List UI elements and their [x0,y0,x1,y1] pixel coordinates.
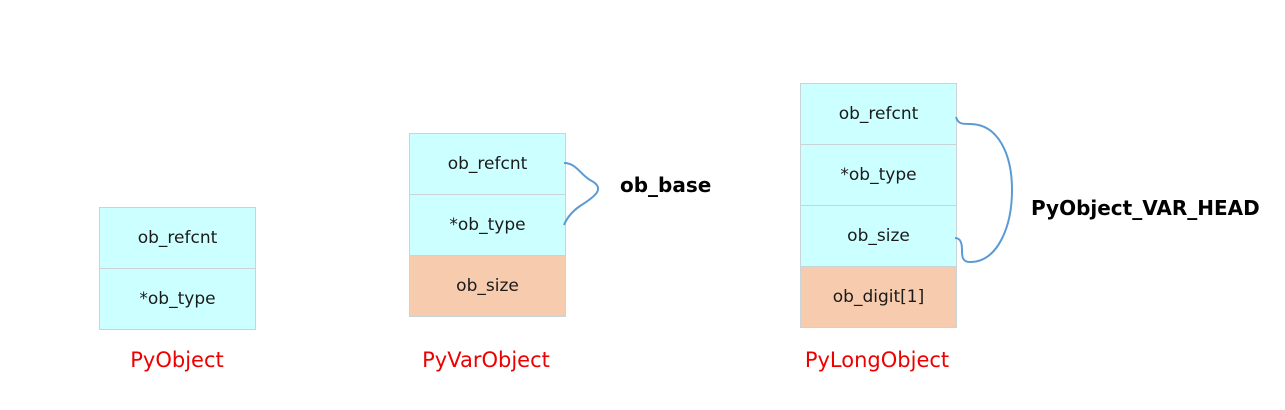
pyvarobject-field-ob-refcnt: ob_refcnt [410,134,565,195]
pylongobject-field-ob-size: ob_size [801,206,956,267]
pyobject-struct: ob_refcnt *ob_type [99,207,256,330]
pylongobject-field-ob-refcnt: ob_refcnt [801,84,956,145]
pylongobject-struct: ob_refcnt *ob_type ob_size ob_digit[1] [800,83,957,328]
pyobject-field-ob-refcnt: ob_refcnt [100,208,255,269]
pyvarobject-struct: ob_refcnt *ob_type ob_size [409,133,566,317]
pyvarobject-field-ob-type: *ob_type [410,195,565,256]
ob-base-brace [563,162,600,226]
pylongobject-field-ob-digit: ob_digit[1] [801,267,956,328]
pylongobject-label: PyLongObject [804,348,950,372]
pyobject-field-ob-type: *ob_type [100,269,255,330]
pyobject-label: PyObject [130,348,224,372]
pyvarobject-field-ob-size: ob_size [410,256,565,317]
ob-base-brace-label: ob_base [620,173,712,197]
pyobject-var-head-brace [954,116,1014,264]
pylongobject-field-ob-type: *ob_type [801,145,956,206]
pyobject-var-head-brace-label: PyObject_VAR_HEAD [1031,196,1260,220]
pyvarobject-label: PyVarObject [422,348,550,372]
